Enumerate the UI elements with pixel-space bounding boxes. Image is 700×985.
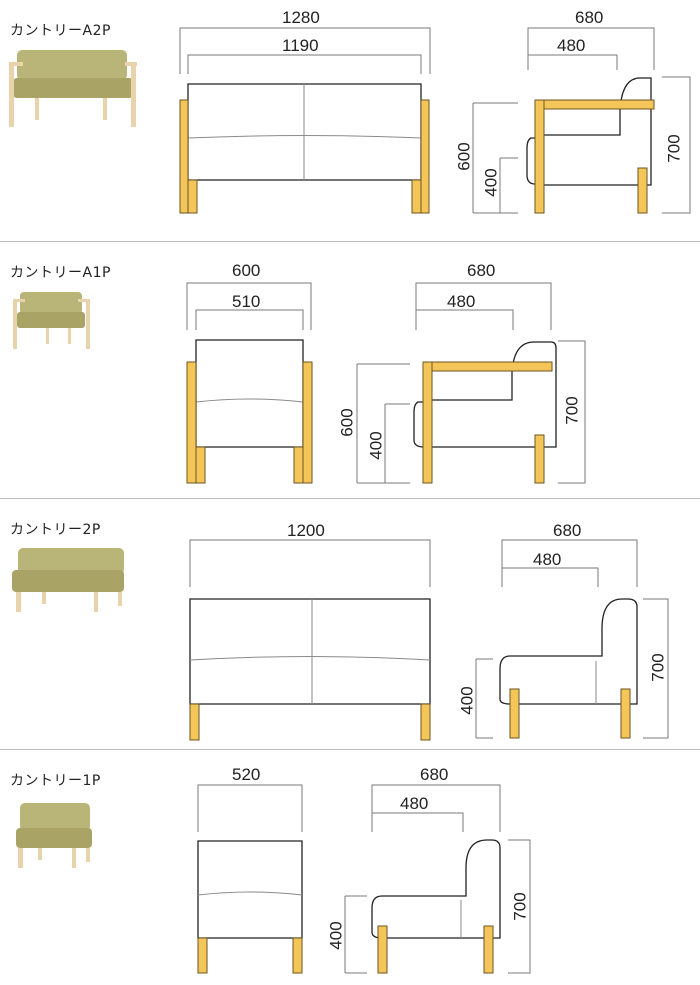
divider [0,749,700,750]
side-view [356,282,586,484]
model-name: カントリーA1P [10,265,111,281]
seat-height-dim: 400 [326,921,346,950]
front-seat-dim: 510 [232,292,261,311]
divider [0,241,700,242]
side-depth-dim: 680 [553,521,582,540]
side-depth-dim: 680 [575,8,604,27]
model-name: カントリーA2P [10,23,111,39]
chair-photo [16,803,92,868]
front-view [186,282,313,484]
height-dim: 700 [510,892,530,921]
height-dim: 700 [664,134,684,163]
chair-photo [13,292,90,349]
model-name: カントリー2P [10,522,101,538]
arm-height-dim: 600 [337,408,357,437]
front-view [179,27,431,214]
side-seat-depth-dim: 480 [447,292,476,311]
front-view [197,784,303,974]
height-dim: 700 [648,653,668,682]
sofa-photo [9,50,137,127]
section-2p: カントリー2P 1200 680 480 400 700 [0,499,700,749]
front-seat-dim: 1190 [282,36,319,55]
front-view [189,539,431,741]
section-a1p: カントリーA1P 600 510 680 480 60 [0,242,700,498]
front-overall-dim: 520 [232,765,261,784]
front-overall-dim: 600 [232,261,261,280]
side-depth-dim: 680 [420,765,449,784]
model-name: カントリー1P [10,773,101,789]
side-view [472,27,691,214]
seat-height-dim: 400 [366,431,386,460]
divider [0,498,700,499]
seat-height-dim: 400 [457,686,477,715]
height-dim: 700 [562,396,582,425]
section-a2p: カントリーA2P 1280 1190 680 4 [0,0,700,240]
side-seat-depth-dim: 480 [400,794,429,813]
sofa-photo [12,548,124,612]
side-depth-dim: 680 [467,261,496,280]
side-seat-depth-dim: 480 [557,36,586,55]
seat-height-dim: 400 [481,168,501,197]
section-1p: カントリー1P 520 680 480 400 700 [0,750,700,985]
side-view [344,784,531,974]
arm-height-dim: 600 [454,142,474,171]
front-overall-dim: 1200 [287,521,325,540]
front-overall-dim: 1280 [282,8,320,27]
side-view [475,539,669,739]
side-seat-depth-dim: 480 [533,550,562,569]
